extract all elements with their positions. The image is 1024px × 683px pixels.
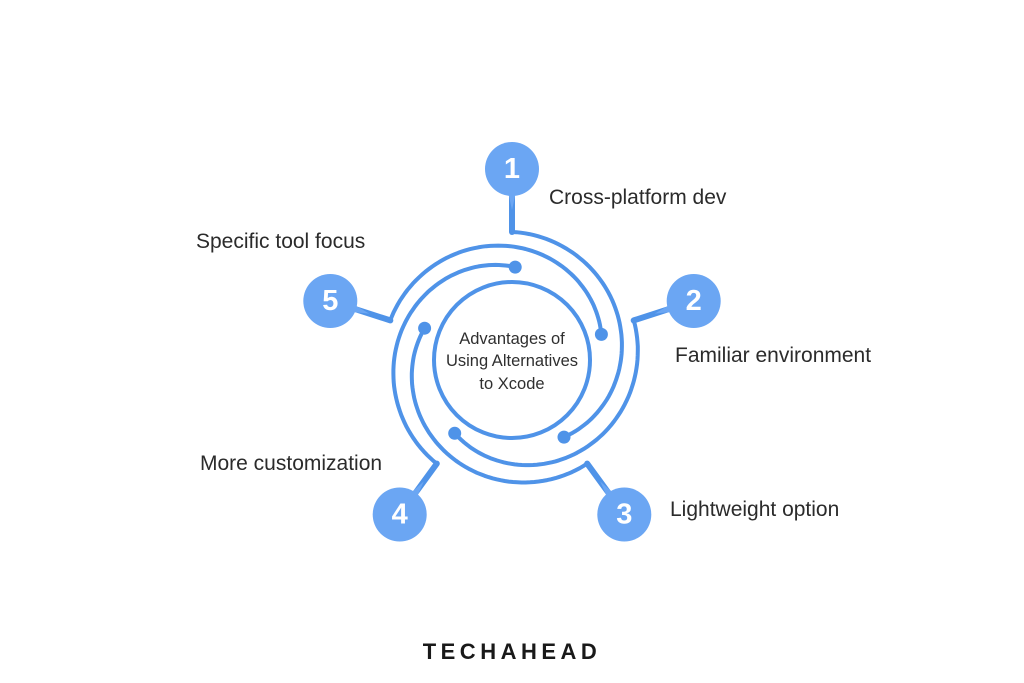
spiral-arc-3 xyxy=(409,326,590,485)
advantage-label-familiar-environment: Familiar environment xyxy=(675,344,872,367)
arc-end-dot-3 xyxy=(418,321,432,335)
bubble-number-4: 4 xyxy=(392,499,408,531)
spiral-arc-1 xyxy=(510,230,624,440)
advantage-label-more-customization: More customization xyxy=(200,452,383,475)
bubble-2 xyxy=(666,274,721,328)
inner-circle xyxy=(432,280,592,440)
bubble-4 xyxy=(372,487,427,542)
techahead-logo: TECHAHEAD xyxy=(422,639,602,664)
advantage-label-specific-tool-focus: Specific tool focus xyxy=(196,230,366,253)
bubble-1 xyxy=(485,142,539,196)
center-title-line: Advantages of xyxy=(459,330,565,348)
arc-end-dot-2 xyxy=(448,426,462,440)
advantage-label-cross-platform-dev: Cross-platform dev xyxy=(549,186,727,209)
arc-end-dot-4 xyxy=(508,260,522,274)
diagram-center-title: Advantages of Using Alternatives to Xcod… xyxy=(402,328,622,395)
arc-end-dot-5 xyxy=(594,327,608,341)
spiral-arc-2 xyxy=(452,318,640,468)
bubble-5 xyxy=(303,274,358,328)
center-title-line: Using Alternatives xyxy=(445,352,579,371)
bubble-3 xyxy=(597,487,652,542)
bubble-number-5: 5 xyxy=(322,285,338,317)
spiral-arc-5 xyxy=(388,243,604,337)
spiral-arc-4 xyxy=(391,262,518,466)
arc-end-dot-1 xyxy=(557,430,571,444)
bubble-number-2: 2 xyxy=(686,285,702,317)
advantage-label-lightweight-option: Lightweight option xyxy=(670,498,840,521)
bubble-number-1: 1 xyxy=(504,153,520,185)
bubble-number-3: 3 xyxy=(616,499,632,531)
center-title-line: to Xcode xyxy=(479,374,545,393)
